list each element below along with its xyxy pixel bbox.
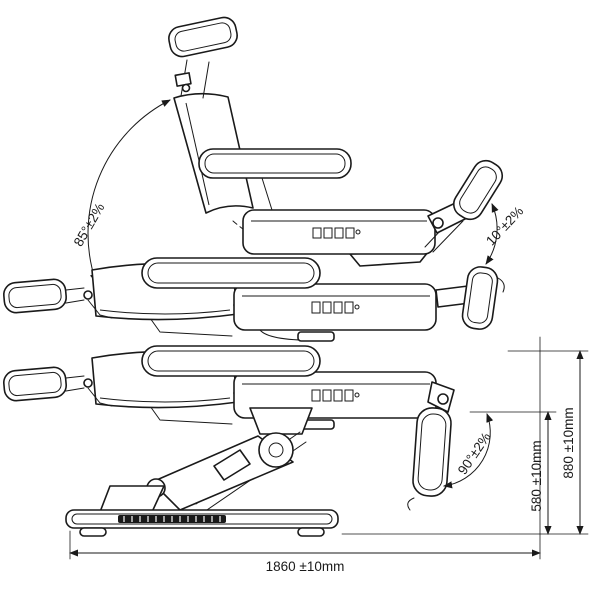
chair-raised-flat-view [2, 257, 505, 342]
lift-base [65, 407, 339, 537]
height-min-label: 580 ±10mm [529, 440, 544, 511]
legrest-angle-label: 10°±2% [483, 204, 526, 249]
base-tread-pattern [123, 516, 221, 522]
dimension-height-max: 880 ±10mm [507, 350, 589, 535]
length-label: 1860 ±10mm [266, 559, 345, 574]
angle-legrest: 10°±2% [483, 203, 526, 265]
backrest-angle-label: 85°±2% [71, 200, 108, 249]
height-max-label: 880 ±10mm [561, 407, 576, 478]
footrest-angle-label: 90°±2% [455, 430, 494, 478]
dimension-length: 1860 ±10mm [69, 336, 541, 574]
angle-backrest: 85°±2% [71, 99, 171, 283]
chair-upright-view [168, 16, 504, 267]
